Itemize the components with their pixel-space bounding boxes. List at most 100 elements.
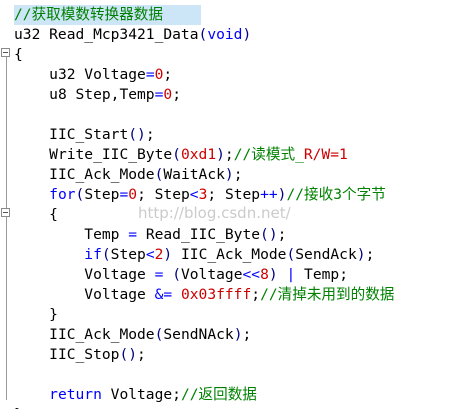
code-token: ) — [216, 146, 225, 163]
code-token: ( — [154, 166, 164, 183]
code-token: = — [128, 226, 138, 243]
code-token: IIC_Ack_Mode — [49, 326, 155, 343]
code-token: ; — [145, 126, 155, 143]
code-token: Step — [110, 246, 146, 263]
indent — [14, 246, 84, 263]
fold-gutter — [0, 0, 12, 409]
code-token: Voltage — [84, 266, 155, 283]
code-token: ; Step — [207, 186, 261, 203]
code-token: IIC_Start — [49, 126, 129, 143]
fold-collapse-icon[interactable] — [1, 48, 10, 57]
code-line[interactable]: Temp = Read_IIC_Byte(); — [14, 225, 474, 245]
indent — [14, 146, 49, 163]
code-line[interactable]: Voltage &= 0x03ffff;//清掉未用到的数据 — [14, 285, 474, 305]
code-token — [163, 266, 172, 283]
code-token: = — [145, 66, 155, 83]
code-token: () — [119, 346, 138, 363]
code-token: SendNAck — [163, 326, 234, 343]
code-token: &= — [154, 286, 173, 303]
code-token: ; Step — [137, 186, 190, 203]
code-token: //清掉未用到的数据 — [260, 286, 395, 303]
code-line[interactable]: return Voltage;//返回数据 — [14, 385, 474, 405]
indent — [14, 186, 49, 203]
code-line[interactable]: u32 Read_Mcp3421_Data(void) — [14, 25, 474, 45]
code-token: u32 Read_Mcp3421_Data — [14, 26, 199, 43]
code-token: ; — [277, 226, 287, 243]
code-line[interactable]: if(Step<2) IIC_Ack_Mode(SendAck); — [14, 245, 474, 265]
code-line[interactable]: for(Step=0; Step<3; Step++)//接收3个字节 — [14, 185, 474, 205]
code-token: ( — [101, 246, 111, 263]
code-line[interactable]: //获取模数转换器数据 — [14, 5, 474, 25]
indent — [14, 306, 49, 323]
code-token: R/W=1 — [303, 146, 348, 163]
code-token: 0 — [163, 86, 173, 103]
code-token: ; — [137, 346, 146, 363]
code-token: IIC_Ack_Mode — [172, 246, 287, 263]
code-token: ; — [172, 86, 181, 103]
code-line[interactable]: IIC_Stop(); — [14, 345, 474, 365]
code-line[interactable]: { — [14, 45, 474, 65]
code-line[interactable]: IIC_Start(); — [14, 125, 474, 145]
code-token: if — [84, 246, 102, 263]
code-token: 3 — [198, 186, 208, 203]
code-token: u32 Voltage — [49, 66, 146, 83]
indent — [14, 126, 49, 143]
code-token: Temp; — [295, 266, 348, 283]
code-token: Read_IIC_Byte — [137, 226, 261, 243]
code-token: 0x03ffff — [180, 286, 252, 303]
code-token: 2 — [154, 246, 164, 263]
code-line[interactable]: IIC_Ack_Mode(WaitAck); — [14, 165, 474, 185]
code-token: 0xd1 — [180, 146, 217, 163]
code-token: ) — [242, 26, 252, 43]
code-line[interactable]: { — [14, 205, 474, 225]
code-line[interactable] — [14, 105, 474, 125]
code-line[interactable]: } — [14, 305, 474, 325]
code-token: () — [260, 226, 278, 243]
code-line[interactable]: u8 Step,Temp=0; — [14, 85, 474, 105]
code-token: << — [242, 266, 261, 283]
indent — [14, 326, 49, 343]
code-token: ; — [242, 326, 252, 343]
code-line[interactable]: u32 Voltage=0; — [14, 65, 474, 85]
code-token: ; — [224, 146, 234, 163]
code-token: () — [128, 126, 146, 143]
code-token: ( — [198, 26, 208, 43]
code-line[interactable]: Write_IIC_Byte(0xd1);//读模式_R/W=1 — [14, 145, 474, 165]
indent — [14, 66, 49, 83]
code-token: } — [14, 406, 23, 409]
code-token: ) — [233, 326, 243, 343]
indent — [14, 206, 49, 223]
code-token: 0 — [154, 66, 164, 83]
code-token: ( — [172, 266, 181, 283]
code-token: //返回数据 — [180, 386, 257, 403]
code-token: ; — [163, 66, 173, 83]
code-token: ) — [268, 266, 278, 283]
code-token: ) — [356, 246, 366, 263]
code-token: u8 Step,Temp — [49, 86, 155, 103]
code-token: ++ — [260, 186, 278, 203]
code-token: | — [286, 266, 296, 283]
code-token: SendAck — [295, 246, 357, 263]
code-token: ( — [154, 326, 164, 343]
code-token: //读模式_ — [233, 146, 304, 163]
code-token: ; — [251, 286, 261, 303]
indent — [14, 266, 84, 283]
code-token: return — [49, 386, 102, 403]
indent — [14, 226, 84, 243]
code-token: < — [145, 246, 155, 263]
code-line[interactable]: IIC_Ack_Mode(SendNAck); — [14, 325, 474, 345]
code-token: = — [154, 266, 164, 283]
indent — [14, 166, 49, 183]
code-line[interactable] — [14, 365, 474, 385]
code-token: //获取模数转换器数据 — [14, 6, 163, 23]
code-token: = — [119, 186, 129, 203]
code-token: Voltage — [180, 266, 243, 283]
code-line[interactable]: Voltage = (Voltage<<8) | Temp; — [14, 265, 474, 285]
code-token: 8 — [260, 266, 269, 283]
code-line[interactable]: } — [14, 405, 474, 409]
code-token: ) — [163, 246, 173, 263]
fold-collapse-icon[interactable] — [1, 208, 10, 217]
code-token: ) — [224, 166, 234, 183]
